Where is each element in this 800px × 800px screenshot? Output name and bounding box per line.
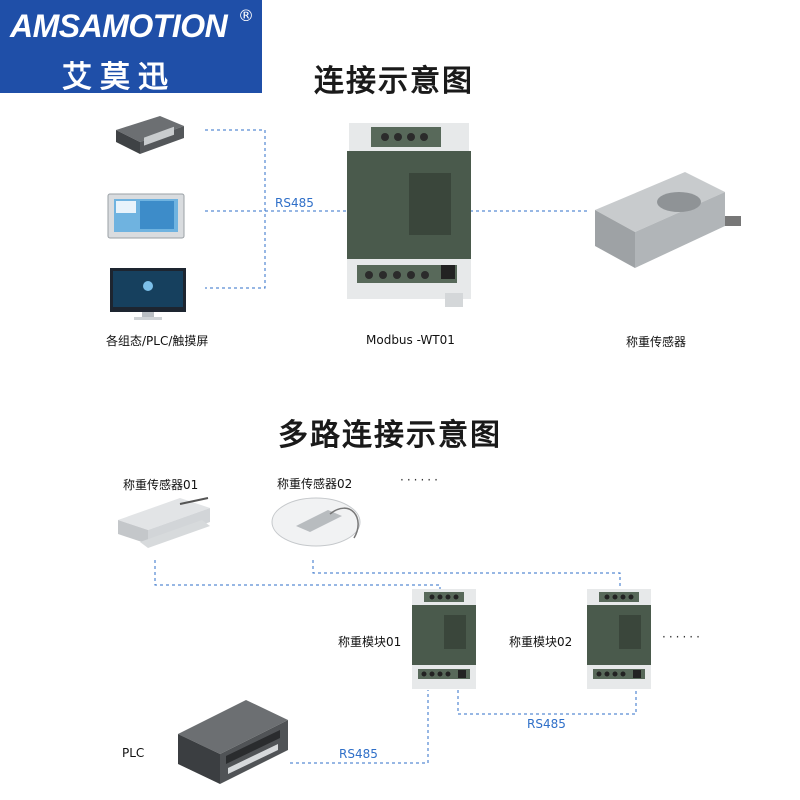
weighing-module-01-image bbox=[412, 589, 476, 689]
platform-load-cell-image bbox=[271, 497, 361, 547]
section1-title: 连接示意图 bbox=[314, 64, 474, 99]
weighing-module-02-image bbox=[587, 589, 651, 689]
more-sensors-ellipsis: ······ bbox=[400, 473, 441, 487]
plc-device-icon bbox=[116, 116, 184, 154]
registered-mark: ® bbox=[238, 6, 254, 25]
wire-module1-to-module2 bbox=[457, 690, 637, 715]
module1-label: 称重模块01 bbox=[338, 635, 402, 649]
rs485-label-section1: RS485 bbox=[275, 196, 314, 210]
modbus-wt01-module-image bbox=[347, 123, 471, 307]
s-type-load-cell-image bbox=[595, 172, 741, 268]
wire-sensor2-to-module2 bbox=[312, 560, 621, 594]
computer-monitor-icon bbox=[110, 268, 186, 320]
rs485-label-modules: RS485 bbox=[527, 717, 566, 731]
wire-sensor1-to-module1 bbox=[154, 560, 441, 594]
sensor1-label: 称重传感器01 bbox=[123, 478, 199, 492]
module2-label: 称重模块02 bbox=[509, 635, 573, 649]
wire-plc-to-module1 bbox=[290, 690, 429, 764]
plc-label: PLC bbox=[122, 746, 145, 760]
brand-logo: AMSAMOTION ® 艾莫迅 bbox=[0, 0, 262, 95]
beam-load-cell-image bbox=[118, 497, 210, 548]
sensor-label: 称重传感器 bbox=[626, 335, 687, 349]
section2-title: 多路连接示意图 bbox=[278, 418, 502, 453]
brand-chinese-name: 艾莫迅 bbox=[62, 60, 176, 95]
plc-large-image bbox=[178, 700, 288, 784]
wire-bus-trunk bbox=[205, 129, 266, 289]
more-modules-ellipsis: ······ bbox=[662, 630, 703, 644]
touch-screen-icon bbox=[107, 193, 185, 239]
rs485-label-plc: RS485 bbox=[339, 747, 378, 761]
brand-name: AMSAMOTION bbox=[10, 8, 228, 44]
sensor2-label: 称重传感器02 bbox=[277, 477, 353, 491]
left-devices-label: 各组态/PLC/触摸屏 bbox=[106, 334, 209, 348]
module-label: Modbus -WT01 bbox=[366, 333, 455, 347]
